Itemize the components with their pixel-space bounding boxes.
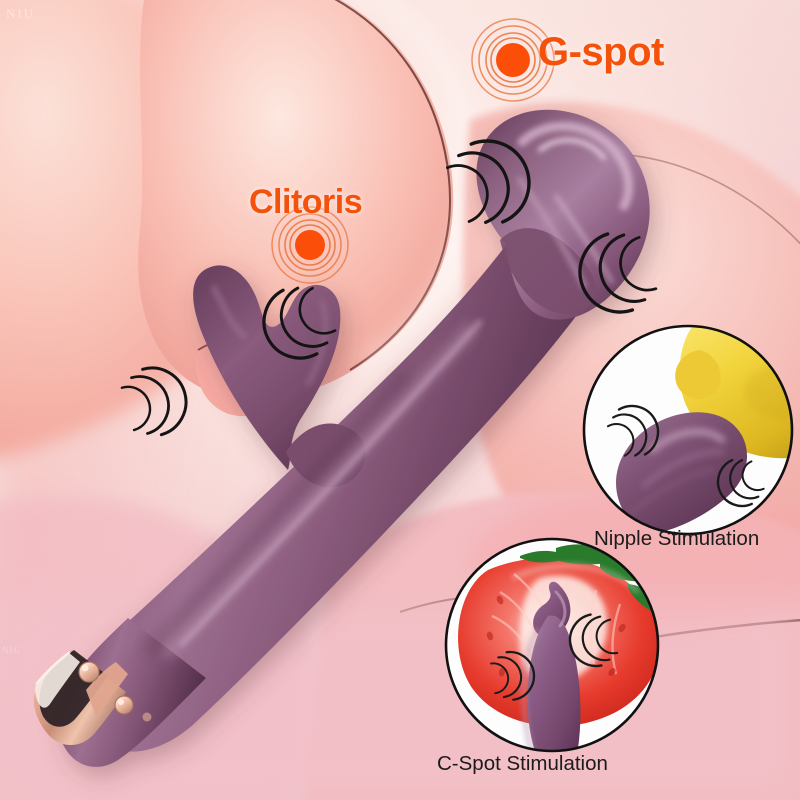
cspot-stimulation-caption: C-Spot Stimulation	[437, 752, 608, 775]
vibration-mark-head-left	[445, 139, 531, 224]
product-base-cap	[33, 650, 128, 746]
vibration-mark-head-right	[578, 232, 658, 314]
watermark-top-left: NIU	[6, 6, 36, 21]
vibration-mark-arm-right	[262, 286, 337, 360]
product-control-buttons	[78, 661, 152, 722]
clitoris-label: Clitoris	[249, 183, 363, 221]
vibration-mark-arm-left	[120, 366, 188, 437]
watermark-bottom-left: NIU	[2, 645, 21, 655]
gspot-marker[interactable]	[471, 18, 555, 102]
clitoris-marker[interactable]	[271, 206, 349, 284]
gspot-label: G-spot	[538, 30, 664, 74]
nipple-stimulation-caption: Nipple Stimulation	[594, 527, 760, 550]
